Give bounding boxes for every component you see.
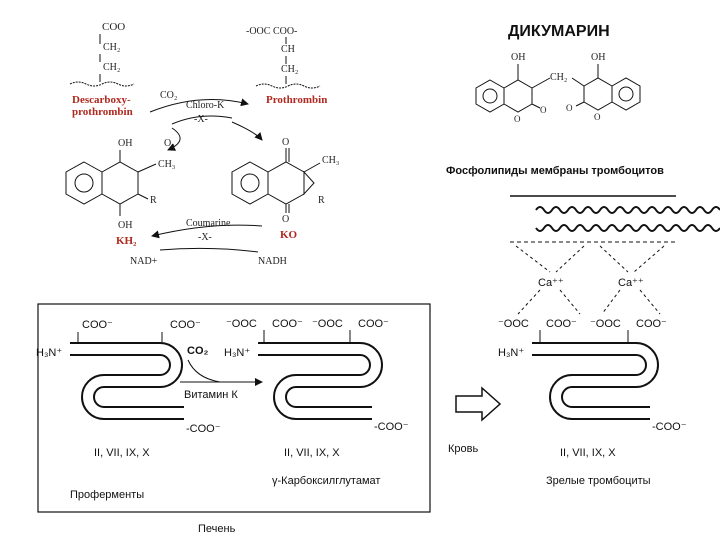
label-nad: NAD+ xyxy=(130,256,158,267)
proenzyme-molecule: H₃N⁺ COO⁻ COO⁻ -COO⁻ II, VII, IX, X xyxy=(36,319,221,459)
label-h3n: H₃N⁺ xyxy=(36,347,62,359)
label-enzyme: Chloro-K xyxy=(186,100,225,111)
label-liver: Печень xyxy=(198,523,236,535)
label-coo: COO⁻ xyxy=(170,319,201,331)
label-ch2: CH₂ xyxy=(281,64,298,75)
label-h3n: H₃N⁺ xyxy=(224,347,250,359)
mature-factor-molecule: H₃N⁺ ⁻OOC COO⁻ ⁻OOC COO⁻ -COO⁻ II, VII, … xyxy=(498,318,687,459)
label-coo-end: -COO⁻ xyxy=(186,423,221,435)
label-prothrombin-desc: prothrombin xyxy=(72,106,133,118)
carboxylation-arrow xyxy=(149,98,249,113)
vitamin-k-cycle: COO CH₂ CH₂ Descarboxy- prothrombin -OOC… xyxy=(65,21,339,267)
label-ko: KO xyxy=(280,229,298,241)
transport-arrow xyxy=(455,386,502,422)
carboxylation-step: CO₂ Витамин К xyxy=(180,345,263,401)
label-r: R xyxy=(318,195,325,206)
label-factors: II, VII, IX, X xyxy=(94,447,150,459)
hydroquinone-structure: OH CH₃ R OH KH₂ xyxy=(65,138,175,247)
label-ch3: CH₃ xyxy=(158,159,175,170)
reduction-arrow xyxy=(151,224,263,239)
label-factors: II, VII, IX, X xyxy=(284,447,340,459)
label-o2: O₂ xyxy=(164,138,175,149)
o2-arrow xyxy=(167,127,181,151)
label-oh: OH xyxy=(118,220,132,231)
page-title: ДИКУМАРИН xyxy=(508,23,610,40)
epoxide-structure: O CH₃ R O KO xyxy=(231,137,339,241)
label-co2: CO₂ xyxy=(187,345,209,357)
dicoumarol-section: ДИКУМАРИН OH O O CH₂ OH O O xyxy=(475,23,641,124)
label-o: O xyxy=(566,103,573,113)
label-proenzymes: Проферменты xyxy=(70,489,144,501)
label-o: O xyxy=(282,214,289,225)
phospholipid-bilayer xyxy=(535,206,720,232)
label-coo: COO⁻ xyxy=(636,318,667,330)
label-ch2: CH₂ xyxy=(550,72,567,83)
liver-box xyxy=(37,303,431,513)
label-coumarine: Coumarine xyxy=(186,218,231,229)
prothrombin-structure: -OOC COO- CH CH₂ Prothrombin xyxy=(246,26,327,106)
inhibition-mark: -X- xyxy=(198,232,212,243)
label-vitamin-k: Витамин К xyxy=(184,389,238,401)
co2-curve xyxy=(187,359,221,383)
label-nadh: NADH xyxy=(258,256,287,267)
cycle-curve xyxy=(171,115,233,125)
label-coo: COO⁻ xyxy=(546,318,577,330)
epoxide-arrow xyxy=(231,121,263,141)
label-coo: COO⁻ xyxy=(272,318,303,330)
calcium-bridges: Ca⁺⁺ Ca⁺⁺ xyxy=(515,245,665,315)
label-oh: OH xyxy=(591,52,605,63)
label-ch2: CH₂ xyxy=(103,62,120,73)
carboxylated-molecule: H₃N⁺ ⁻OOC COO⁻ ⁻OOC COO⁻ -COO⁻ II, VII, … xyxy=(224,318,409,487)
descarboxyprothrombin-structure: COO CH₂ CH₂ Descarboxy- prothrombin xyxy=(69,21,135,118)
label-blood: Кровь xyxy=(448,443,478,455)
label-ooc: ⁻OOC xyxy=(498,318,529,330)
label-kh2: KH₂ xyxy=(116,235,137,247)
label-coo: COO⁻ xyxy=(82,319,113,331)
label-calcium: Ca⁺⁺ xyxy=(538,277,564,289)
label-oh: OH xyxy=(118,138,132,149)
label-o: O xyxy=(282,137,289,148)
label-ooc-coo: -OOC COO- xyxy=(246,26,297,37)
label-o: O xyxy=(594,112,601,122)
dicoumarol-structure: OH O O CH₂ OH O O xyxy=(475,52,641,124)
label-factors: II, VII, IX, X xyxy=(560,447,616,459)
label-prothrombin: Prothrombin xyxy=(266,94,327,106)
label-coo-end: -COO⁻ xyxy=(652,421,687,433)
inhibition-mark: -X- xyxy=(194,114,208,125)
label-coo: COO xyxy=(102,21,125,33)
nad-curve xyxy=(159,247,259,253)
label-calcium: Ca⁺⁺ xyxy=(618,277,644,289)
label-mature-platelets: Зрелые тромбоциты xyxy=(546,475,651,487)
membrane-section: Фосфолипиды мембраны тромбоцитов Ca⁺⁺ Ca… xyxy=(446,165,720,315)
label-coo: COO⁻ xyxy=(358,318,389,330)
label-ooc: ⁻OOC xyxy=(226,318,257,330)
label-o: O xyxy=(540,105,547,115)
label-ooc: ⁻OOC xyxy=(312,318,343,330)
label-ch2: CH₂ xyxy=(103,42,120,53)
label-descarboxy: Descarboxy- xyxy=(72,94,131,106)
label-h3n: H₃N⁺ xyxy=(498,347,524,359)
label-ooc: ⁻OOC xyxy=(590,318,621,330)
label-oh: OH xyxy=(511,52,525,63)
membrane-title: Фосфолипиды мембраны тромбоцитов xyxy=(446,165,664,177)
label-r: R xyxy=(150,195,157,206)
label-gamma-carboxyglutamate: γ-Карбоксилглутамат xyxy=(272,475,380,487)
label-ch3: CH₃ xyxy=(322,155,339,166)
label-o: O xyxy=(514,114,521,124)
label-coo-end: -COO⁻ xyxy=(374,421,409,433)
label-co2: CO₂ xyxy=(160,90,177,101)
label-ch: CH xyxy=(281,44,295,55)
